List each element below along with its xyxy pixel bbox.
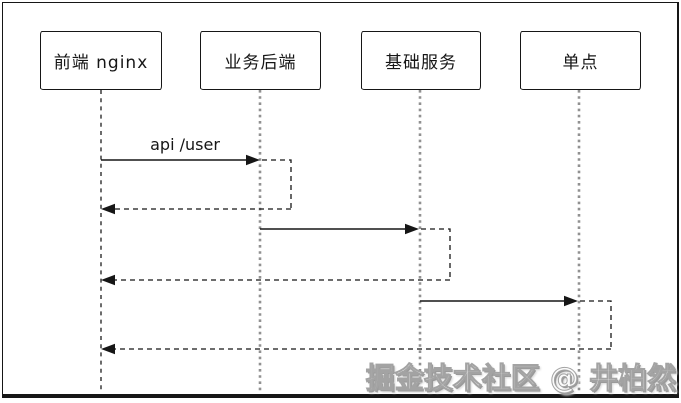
participant-label: 业务后端 — [224, 53, 297, 73]
return-connector-3 — [580, 300, 612, 349]
participant-box-frontend-nginx: 前端 nginx — [40, 31, 162, 90]
return-connector-2 — [421, 228, 451, 280]
participant-box-single-point: 单点 — [520, 31, 641, 90]
arrowhead-left-2 — [101, 274, 115, 286]
participant-label: 基础服务 — [385, 53, 457, 73]
arrowhead-right-1 — [246, 154, 260, 166]
message-label-api-user: api /user — [150, 135, 220, 154]
participant-label: 单点 — [562, 53, 599, 73]
return-connector-1 — [262, 159, 292, 209]
participant-box-base-service: 基础服务 — [361, 31, 481, 90]
arrowhead-left-1 — [101, 203, 115, 215]
arrowhead-right-2 — [405, 223, 419, 235]
arrowhead-left-3 — [101, 343, 115, 355]
arrowhead-right-3 — [564, 295, 578, 307]
participant-label: 前端 nginx — [53, 53, 149, 73]
watermark-text: 掘金技术社区 @ 井柏然 — [365, 361, 676, 396]
participant-box-business-backend: 业务后端 — [200, 31, 321, 90]
